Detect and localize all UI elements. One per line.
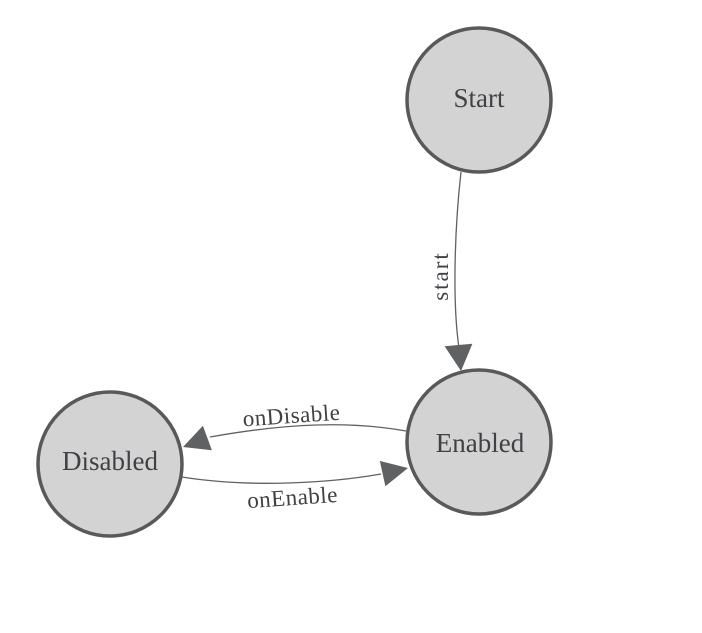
- transition-line: [454, 171, 462, 349]
- transition-enabled-to-disabled: onDisable: [183, 400, 407, 451]
- state-node-start: Start: [405, 26, 553, 174]
- state-node-enabled: Enabled: [405, 368, 553, 516]
- state-circle: [36, 390, 184, 538]
- transition-line: [209, 424, 407, 438]
- transition-label-start: start: [428, 251, 453, 301]
- transition-label-ondisable: onDisable: [242, 400, 341, 432]
- arrowhead-icon: [379, 460, 408, 487]
- transition-line: [181, 473, 382, 484]
- transition-start-to-enabled: start: [428, 171, 473, 371]
- state-node-disabled: Disabled: [36, 390, 184, 538]
- state-label: Enabled: [436, 428, 525, 458]
- arrowhead-icon: [183, 425, 212, 451]
- state-circle: [405, 368, 553, 516]
- state-label: Start: [454, 83, 505, 113]
- arrowhead-icon: [444, 343, 473, 371]
- state-label: Disabled: [62, 446, 158, 476]
- state-circle: [405, 26, 553, 174]
- transition-disabled-to-enabled: onEnable: [181, 460, 408, 513]
- transition-label-onenable: onEnable: [246, 482, 338, 513]
